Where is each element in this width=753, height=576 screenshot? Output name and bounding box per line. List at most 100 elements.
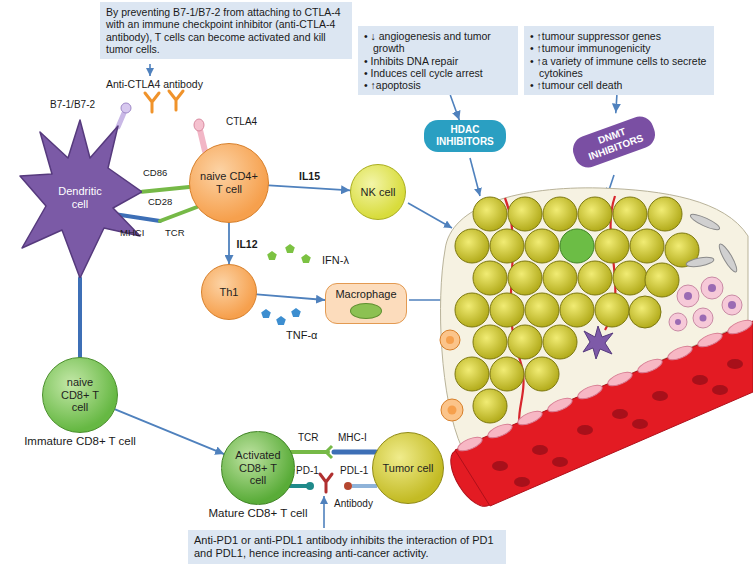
tumor-microenvironment	[666, 343, 694, 362]
receptor	[352, 484, 377, 488]
tumor-microenvironment	[455, 357, 489, 391]
tumor-microenvironment	[583, 326, 613, 359]
tumor-microenvironment	[606, 369, 634, 388]
connector	[228, 223, 230, 264]
node-text: • ↓ angiogenesis and tumor growth	[364, 30, 512, 55]
node-text: Anti-PD1 or anti-PDL1 antibody inhibits …	[194, 534, 500, 560]
tumor-microenvironment	[455, 321, 753, 506]
callout-box: By preventing B7-1/B7-2 from attaching t…	[100, 2, 352, 59]
tumor-microenvironment	[728, 301, 736, 309]
part-label: MHC-I	[338, 432, 367, 444]
receptor	[121, 103, 131, 113]
part-label: TCR	[298, 432, 319, 444]
node-text: • ↑tumour suppressor genes	[530, 30, 708, 42]
receptor	[334, 450, 376, 455]
tumor-microenvironment	[630, 229, 664, 263]
leader-arrow	[408, 203, 452, 228]
tumor-microenvironment	[686, 256, 715, 269]
tumor-microenvironment	[446, 336, 457, 415]
tumor-microenvironment	[490, 357, 524, 391]
receptor	[200, 130, 205, 151]
part-label: PD-1	[296, 465, 319, 477]
receptor	[118, 113, 124, 127]
effect-box: • ↑tumour suppressor genes• ↑tumour immu…	[524, 26, 714, 95]
cytokine	[267, 251, 277, 260]
tumor-microenvironment	[727, 359, 743, 369]
tumor-microenvironment	[692, 375, 708, 385]
tumor-microenvironment	[525, 357, 559, 391]
node-text: naive CD8+ T cell	[52, 376, 108, 414]
part-label: CD86	[143, 168, 167, 179]
tumor-microenvironment	[629, 296, 661, 328]
cytokine	[261, 309, 271, 318]
node-text: naive CD4+ T cell	[200, 170, 259, 195]
tumor-microenvironment	[486, 421, 514, 440]
part-label: CD28	[148, 197, 172, 208]
tumor-microenvironment	[490, 293, 524, 327]
macrophage: Macrophage	[325, 283, 407, 324]
tumor-microenvironment	[675, 319, 681, 325]
tumor-microenvironment	[689, 212, 721, 233]
t-cell: naive CD8+ T cellImmature CD8+ T cell	[42, 357, 118, 433]
cytokine	[261, 244, 311, 325]
node-text: DNMT INHIBITORS	[576, 118, 652, 165]
tumor-microenvironment	[516, 408, 544, 427]
tumor-microenvironment	[543, 325, 577, 359]
tumor-microenvironment	[578, 261, 612, 295]
tumor-microenvironment	[560, 229, 594, 263]
tumor-microenvironment	[490, 229, 524, 263]
callout-box: Anti-PD1 or anti-PDL1 antibody inhibits …	[188, 530, 506, 564]
tumor-microenvironment	[700, 315, 707, 322]
tumor-microenvironment	[473, 325, 507, 359]
node-text: • ↑tumour immunogenicity	[530, 42, 708, 54]
tumor-microenvironment	[726, 317, 753, 336]
tumor-microenvironment	[455, 229, 489, 263]
tumor-microenvironment	[543, 261, 577, 295]
cell-nucleus	[350, 303, 382, 319]
tumor-microenvironment	[473, 261, 507, 295]
node-text: • Inhibits DNA repair	[364, 55, 512, 67]
part-label: Antibody	[334, 498, 373, 510]
tumor-microenvironment	[440, 188, 753, 513]
tumor-microenvironment	[456, 434, 484, 453]
tumor-microenvironment	[708, 284, 716, 292]
tumor-microenvironment	[508, 325, 542, 359]
connector	[616, 95, 617, 112]
tumor-microenvironment	[645, 263, 679, 297]
node-text: Macrophage	[332, 288, 400, 301]
tumor-microenvironment	[514, 477, 530, 487]
antibody-symbol	[320, 474, 332, 492]
cell-caption: Immature CD8+ T cell	[24, 435, 136, 448]
connector	[257, 294, 325, 300]
tumor-microenvironment	[446, 336, 454, 344]
tumor-microenvironment	[456, 317, 753, 453]
tumor-microenvironment	[492, 359, 743, 487]
tumor-microenvironment	[525, 293, 559, 327]
receptor	[326, 446, 332, 458]
tumor-microenvironment	[636, 356, 664, 375]
tumor-cell: Tumor cell	[372, 432, 444, 504]
drug-pill: DNMT INHIBITORS	[569, 113, 659, 172]
node-text: • ↑a variety of immune cells to secrete …	[530, 55, 708, 80]
tumor-microenvironment	[455, 293, 489, 327]
tumor-microenvironment	[546, 395, 574, 414]
connector	[269, 185, 350, 190]
tumor-microenvironment	[612, 409, 628, 419]
dendritic-cell: Dendritic cell	[18, 118, 142, 278]
leader-arrow	[323, 496, 325, 528]
receptor	[344, 482, 352, 490]
cell-outline	[20, 120, 142, 278]
tumor-microenvironment	[448, 406, 457, 415]
receptor	[194, 119, 204, 131]
tumor-microenvironment	[677, 285, 699, 307]
connector	[78, 278, 82, 357]
node-text: Dendritic cell	[49, 185, 111, 210]
tumor-microenvironment	[441, 399, 463, 421]
cytokine	[276, 316, 286, 325]
receptor	[306, 482, 314, 490]
part-label: CTLA4	[226, 116, 257, 128]
tumor-microenvironment	[576, 382, 604, 401]
node-text: NK cell	[358, 186, 399, 199]
drug-pill: HDAC INHIBITORS	[424, 120, 506, 152]
connector	[142, 187, 189, 192]
